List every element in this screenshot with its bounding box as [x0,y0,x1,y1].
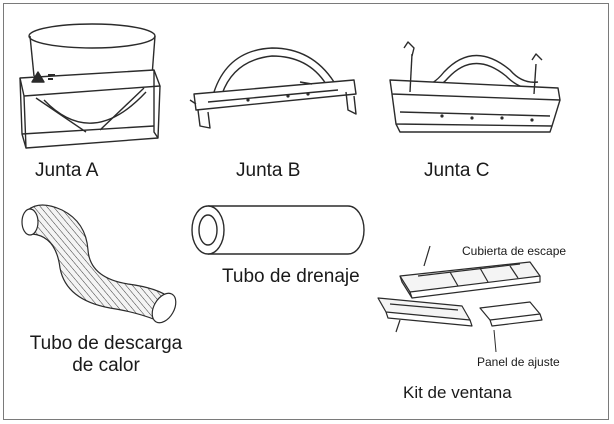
drain-tube-drawing [190,202,372,260]
discharge-hose-label-line2: de calor [72,355,140,376]
diagram-frame [3,3,609,420]
window-kit-leader-bottom [490,330,500,354]
junta-b-drawing [188,44,360,132]
window-kit-callout-top: Cubierta de escape [462,244,567,258]
drain-tube-label: Tubo de drenaje [222,266,360,287]
junta-b-label: Junta B [236,160,301,181]
junta-c-drawing [382,40,566,134]
discharge-hose-label-line1: Tubo de descarga [29,333,183,354]
window-kit-drawing [370,236,546,348]
discharge-hose-drawing [18,196,190,328]
window-kit-label: Kit de ventana [403,383,512,402]
junta-a-label: Junta A [35,160,99,181]
junta-a-drawing [14,16,162,152]
junta-c-label: Junta C [424,160,490,181]
discharge-hose-label: Tubo de descarga de calor [10,333,202,377]
window-kit-callout-bottom: Panel de ajuste [477,355,560,369]
